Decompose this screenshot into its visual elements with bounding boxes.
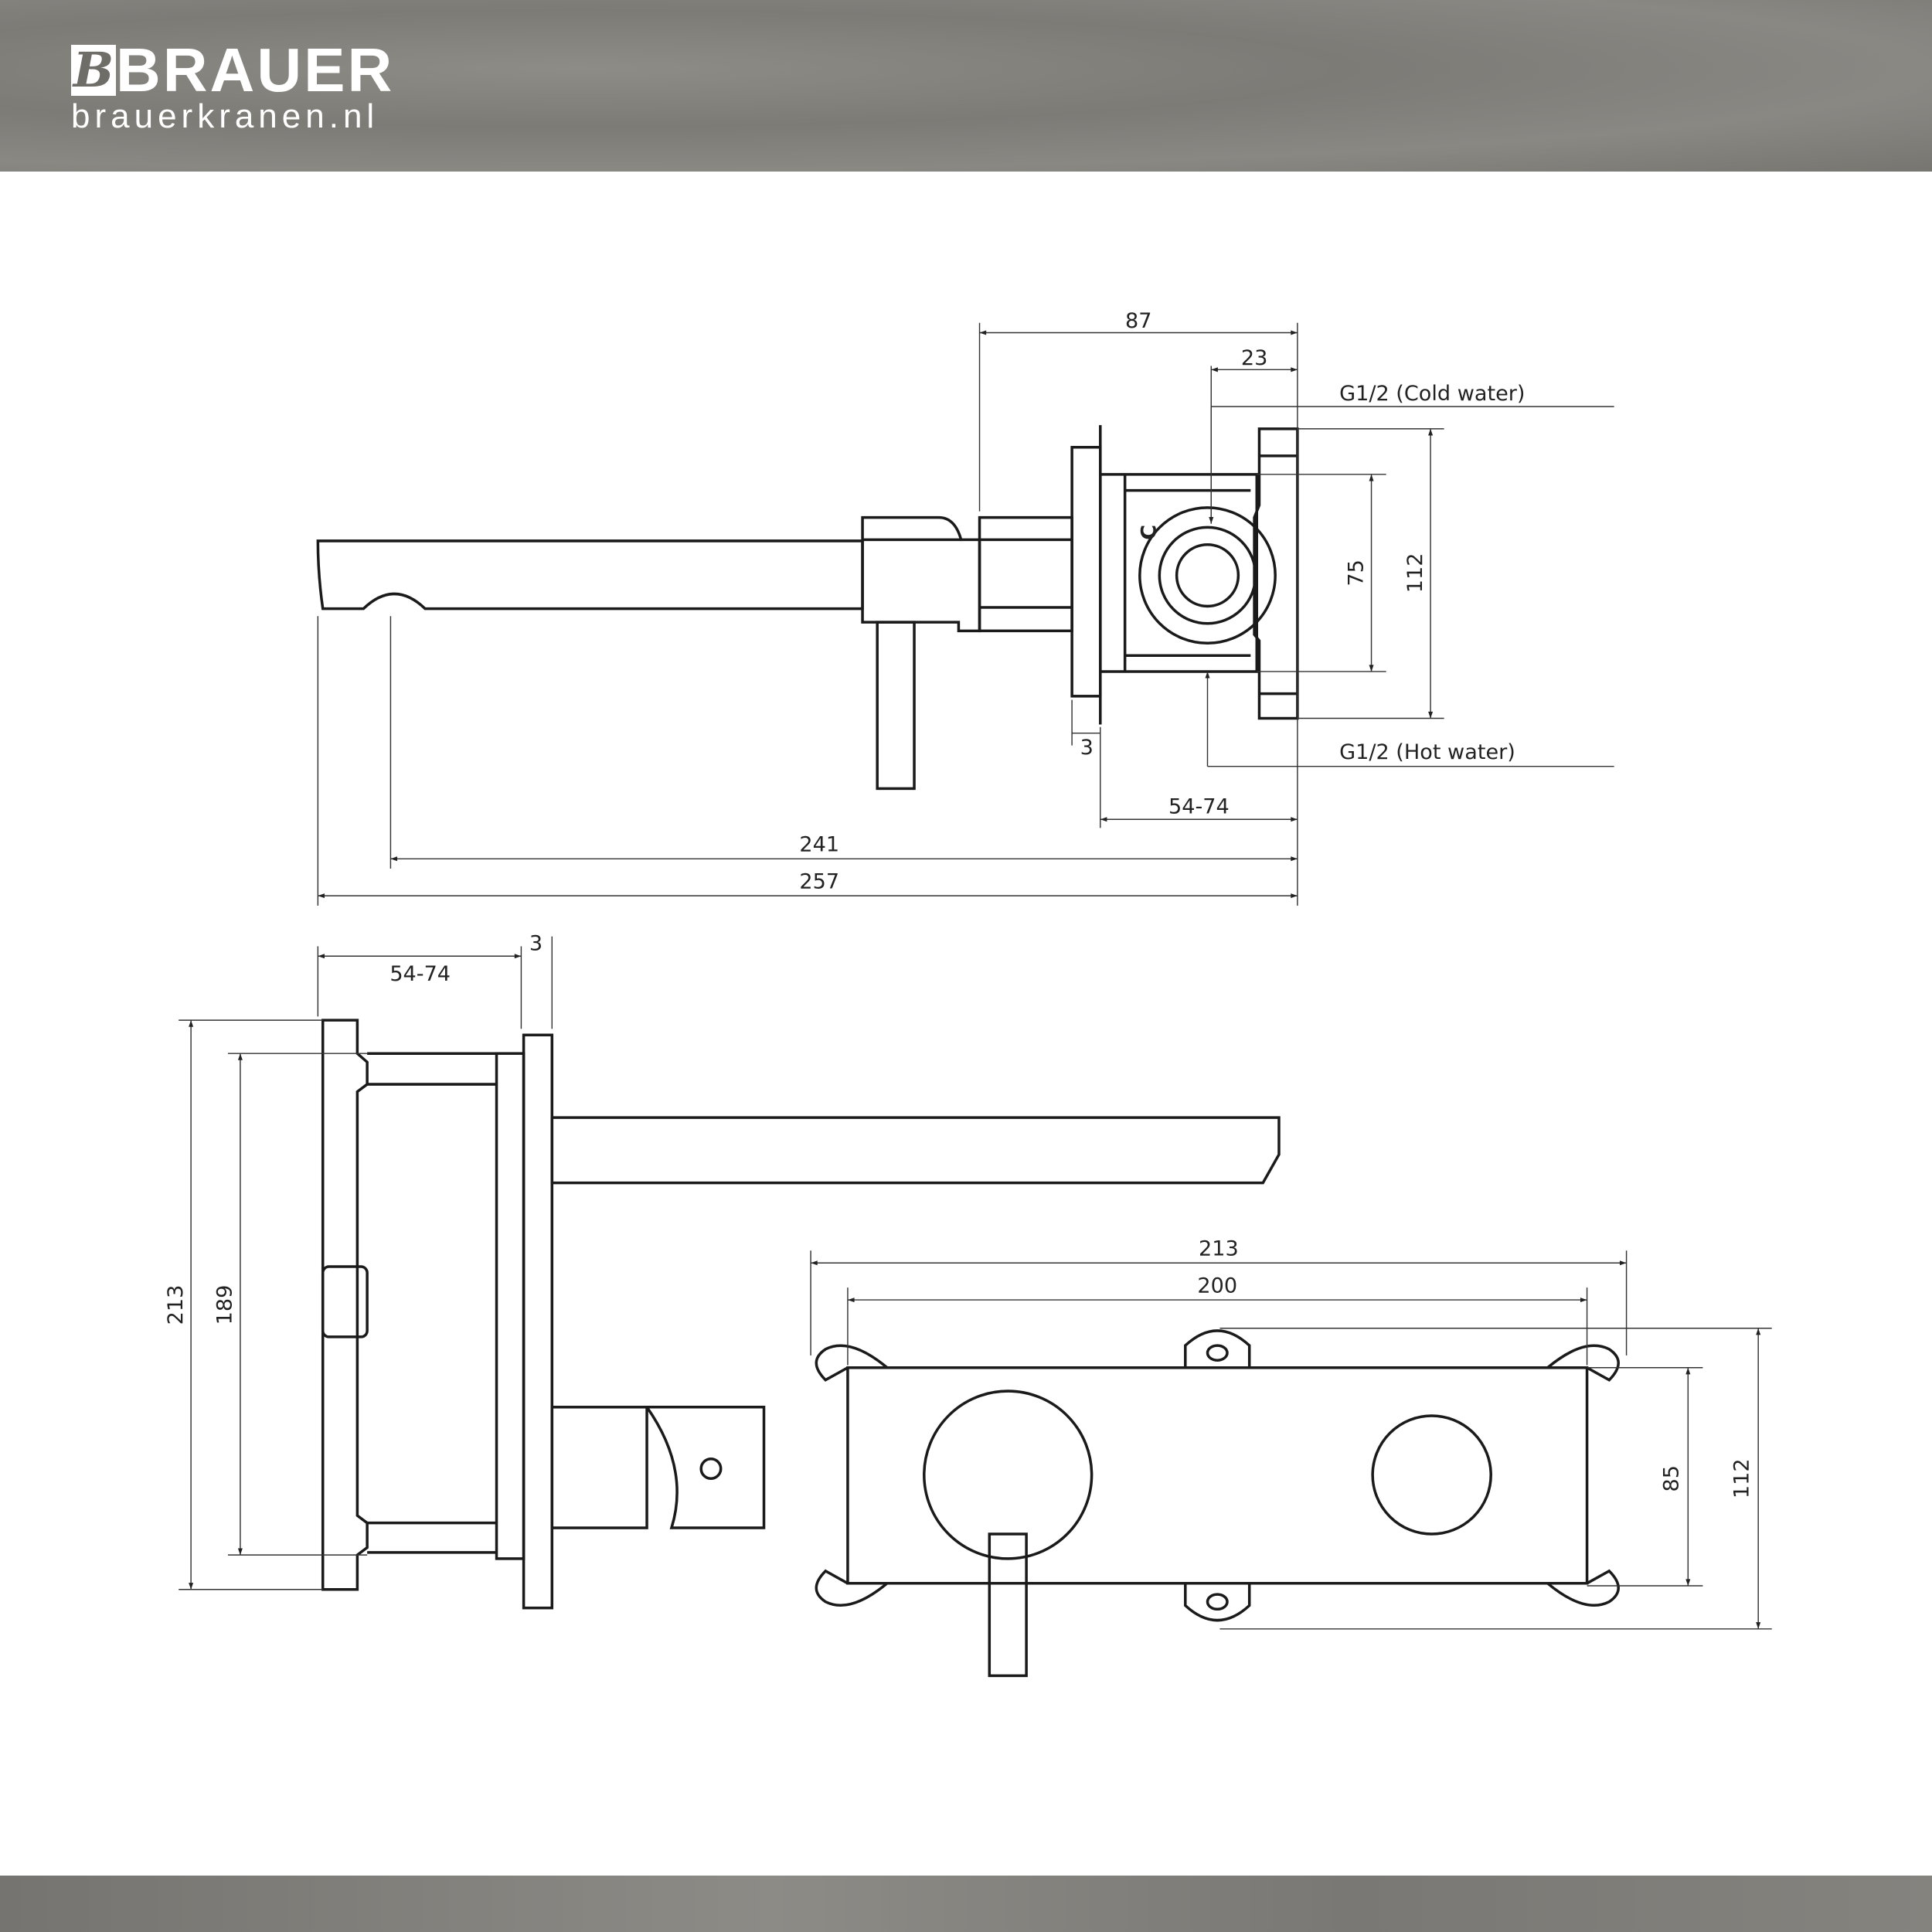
front-dim-85: 85 [1660,1465,1684,1492]
brand-url: brauerkranen.nl [71,97,379,135]
cold-water-label: G1/2 (Cold water) [1339,382,1525,406]
front-dim-213: 213 [1199,1237,1239,1261]
side-dim-213: 213 [164,1285,188,1325]
front-spout-rosette [1371,1414,1492,1536]
side-dim-54-74: 54-74 [389,962,451,986]
mixer-body [861,515,981,633]
front-ear-br [1546,1569,1620,1607]
side-lever-screw [699,1458,723,1481]
front-ear-bl [815,1569,889,1607]
header-banner: BBRAUER brauerkranen.nl [0,0,1932,172]
front-dim-200: 200 [1197,1274,1237,1298]
dim-87: 87 [1125,309,1151,333]
connector [978,515,1073,633]
front-ear-tr [1546,1344,1620,1382]
valve-box [1099,473,1259,673]
front-lever [988,1532,1028,1678]
front-ear-tl [815,1344,889,1382]
side-spout [550,1116,1281,1185]
side-lever [644,1406,766,1529]
logo-mark: B [71,45,116,96]
dim-75: 75 [1344,560,1368,586]
side-dim-189: 189 [213,1285,237,1325]
top-view: C 87 23 G1/2 (Cold water) G1/2 (Hot wate… [316,309,1614,906]
dim-241: 241 [799,833,839,857]
inlet-bore [1175,543,1240,608]
side-body [367,1052,497,1554]
front-dim-112: 112 [1730,1458,1753,1498]
front-view: 213 200 85 112 [810,1237,1772,1678]
hot-water-label: G1/2 (Hot water) [1339,740,1515,764]
dim-23: 23 [1241,346,1267,370]
front-tab-top [1184,1329,1251,1368]
side-flange [321,1019,369,1591]
inlet-outer-ring [1138,506,1277,645]
side-view: 54-74 3 213 189 [164,931,1281,1610]
dim-112: 112 [1403,553,1427,594]
side-dim-3: 3 [529,931,543,955]
front-handle-rosette [923,1389,1094,1560]
side-body-block [550,1406,648,1529]
dim-257: 257 [799,870,839,894]
brand-name: BRAUER [116,36,395,104]
cover-plate [1070,446,1102,698]
side-plate [522,1033,554,1610]
footer-banner [0,1876,1932,1932]
front-cover-plate [846,1366,1589,1585]
cold-marker: C [1138,525,1162,540]
brand-logo: BBRAUER brauerkranen.nl [71,36,395,136]
lever-handle [876,621,916,791]
front-tab-bottom [1184,1583,1251,1622]
dim-3: 3 [1080,736,1094,760]
dim-54-74: 54-74 [1168,794,1230,818]
side-tab [321,1265,369,1338]
spout [316,539,864,611]
